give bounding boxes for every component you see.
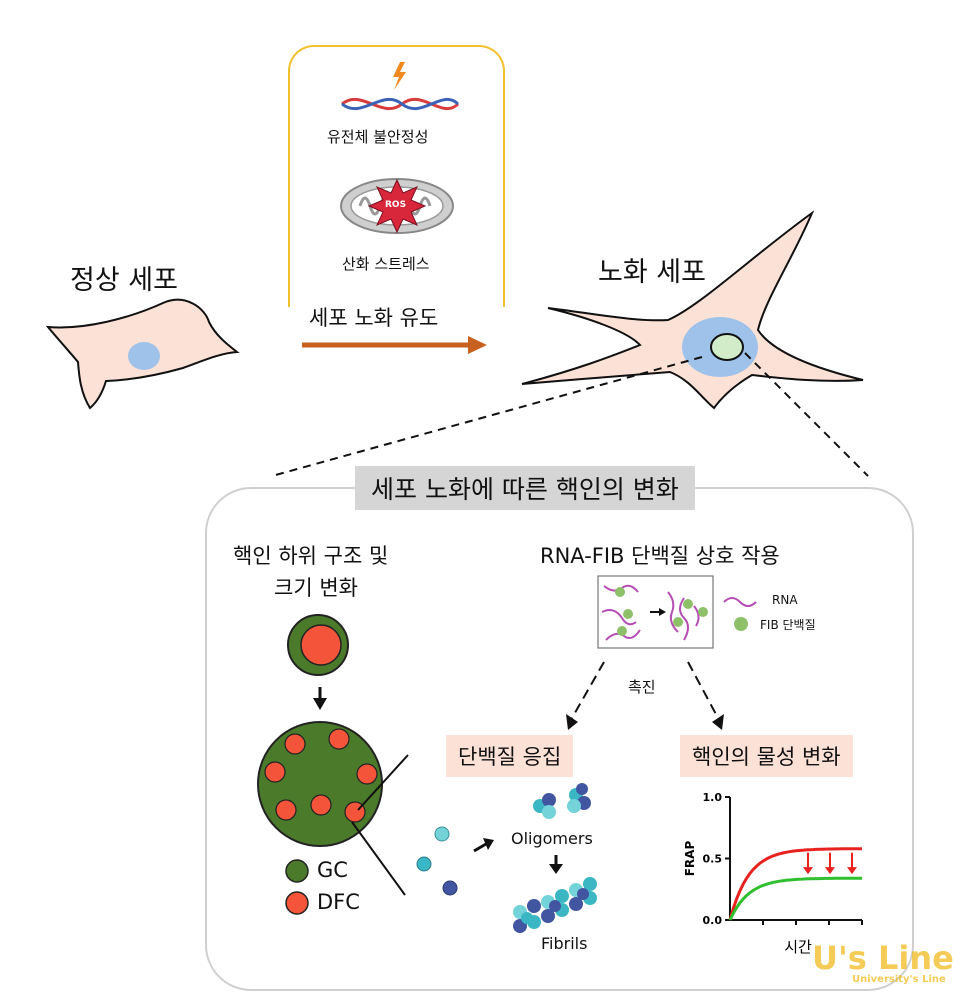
stress-factor-box — [288, 45, 505, 307]
oxidative-stress-label: 산화 스트레스 — [342, 255, 430, 273]
frap-ytick-label: 0.5 — [703, 853, 723, 866]
aged-cell-shape — [521, 210, 864, 410]
dashed-arrow-left — [571, 661, 605, 719]
inset-arrowhead — [659, 608, 666, 616]
aggregation-arrow — [473, 842, 487, 853]
legend-rna-label: RNA — [772, 593, 798, 607]
frap-decrease-arrowhead — [825, 867, 835, 875]
dashed-arrowhead-left — [566, 714, 578, 730]
frap-ylabel: FRAP — [683, 841, 697, 877]
watermark-logo: U's Line University's Line — [812, 942, 954, 985]
left-title-line1: 핵인 하위 구조 및 — [233, 544, 389, 568]
ros-burst-icon — [367, 178, 427, 234]
ros-label: ROS — [385, 200, 407, 210]
fibril-icon — [513, 877, 597, 933]
dna-icon — [341, 62, 460, 111]
legend-dfc-label: DFC — [317, 890, 360, 914]
aged-cell-nucleolus — [710, 333, 744, 361]
frap-series-line-1 — [728, 876, 862, 921]
legend-fib-label: FIB 단백질 — [760, 618, 816, 632]
aggregation-arrowhead — [483, 838, 494, 850]
aggregation-label: 단백질 응집 — [446, 735, 574, 777]
dashed-arrow-right — [687, 661, 719, 719]
oligomer-arrowhead — [549, 864, 563, 874]
dfc-small — [300, 624, 342, 666]
dfc-dots — [264, 728, 378, 823]
legend-dfc-swatch — [285, 891, 309, 915]
right-title: RNA-FIB 단백질 상호 작용 — [540, 544, 780, 568]
frap-xlabel: 시간 — [784, 938, 812, 956]
frap-decrease-arrowhead — [803, 867, 813, 875]
lightning-icon — [393, 62, 406, 90]
aged-cell-label: 노화 세포 — [598, 257, 706, 288]
legend-gc-label: GC — [317, 858, 348, 882]
frap-ytick-label: 0.0 — [703, 914, 723, 927]
monomers — [416, 826, 458, 896]
oligomers-label: Oligomers — [511, 829, 593, 848]
physical-change-label: 핵인의 물성 변화 — [680, 735, 853, 777]
legend-gc-swatch — [285, 859, 309, 883]
induce-label: 세포 노화 유도 — [309, 306, 439, 330]
left-title-line2: 크기 변화 — [274, 576, 358, 600]
mitochondria-icon — [340, 178, 454, 234]
induce-arrowhead — [468, 336, 487, 354]
legend-fib-swatch — [734, 617, 748, 631]
panel-header: 세포 노화에 따른 핵인의 변화 — [355, 466, 695, 510]
zoom-line-left — [271, 356, 703, 477]
watermark-brand: U's Line — [812, 939, 954, 977]
genomic-instability-label: 유전체 불안정성 — [327, 128, 429, 146]
frap-ytick-label: 1.0 — [703, 791, 723, 804]
dashed-arrowhead-right — [712, 714, 724, 730]
zoom-line-dfc-top — [357, 754, 409, 811]
watermark-sub: University's Line — [852, 974, 946, 985]
legend-rna-swatch — [723, 597, 757, 607]
zoom-line-right — [744, 352, 869, 477]
down-arrowhead-left — [313, 698, 327, 710]
normal-cell-nucleus — [128, 342, 160, 370]
promote-label: 촉진 — [628, 678, 656, 696]
fib-dots — [615, 587, 708, 636]
frap-series-line-0 — [728, 847, 862, 921]
oligomer-clusters — [533, 783, 591, 819]
frap-decrease-arrowhead — [847, 867, 857, 875]
fibrils-label: Fibrils — [541, 934, 588, 953]
normal-cell-label: 정상 세포 — [70, 265, 178, 296]
zoom-line-dfc-bottom — [351, 821, 406, 896]
